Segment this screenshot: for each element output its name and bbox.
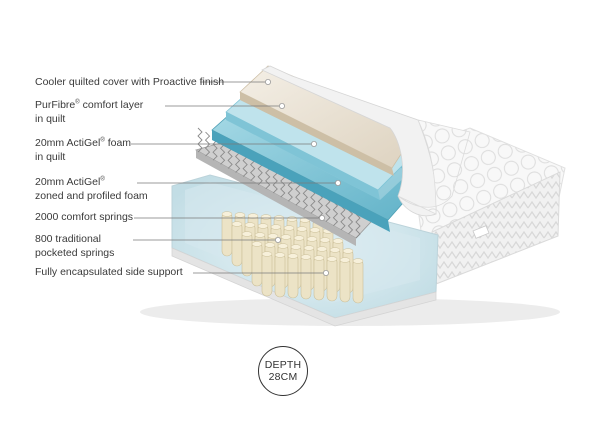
pocket-spring-cap xyxy=(280,234,292,240)
pocket-springs-group xyxy=(221,211,364,304)
depth-badge-line1: DEPTH xyxy=(264,359,302,371)
leader-purfibre-dot xyxy=(278,103,285,110)
pocket-spring-cap xyxy=(290,244,302,250)
label-pocketed-springs: 800 traditional pocketed springs xyxy=(35,233,115,259)
pocket-spring-cap xyxy=(270,224,282,230)
pocket-spring xyxy=(241,231,253,277)
pocket-spring xyxy=(339,257,351,303)
pocket-spring-cap xyxy=(286,216,298,222)
pocket-spring xyxy=(300,254,312,300)
pocket-spring-cap xyxy=(287,253,299,259)
leader-lines xyxy=(131,79,341,276)
pocket-spring xyxy=(231,221,243,267)
pocket-spring xyxy=(261,251,273,297)
micro-spring-coil xyxy=(347,209,354,235)
micro-spring-coil xyxy=(310,189,316,214)
brand-tag xyxy=(472,225,490,239)
pocket-spring-cap xyxy=(332,238,344,244)
pocket-spring-cap xyxy=(261,251,273,257)
micro-spring-coil xyxy=(355,213,361,239)
pocket-spring-cap xyxy=(231,221,243,227)
label-actigel-foam: 20mm ActiGel® foam in quilt xyxy=(35,137,132,163)
pocket-spring-cap xyxy=(257,223,269,229)
leader-pocketed-springs-dot xyxy=(274,236,281,243)
pocket-spring-cap xyxy=(313,255,325,261)
pocket-spring-cap xyxy=(221,211,233,217)
pocket-spring-cap xyxy=(277,243,289,249)
pocket-spring-cap xyxy=(267,233,279,239)
pocket-spring-cap xyxy=(303,245,315,251)
micro-spring-coil xyxy=(340,205,346,231)
pocket-spring-cap xyxy=(283,225,295,231)
pocket-spring xyxy=(313,255,325,301)
pocket-spring-cap xyxy=(254,232,266,238)
pocket-spring-cap xyxy=(251,241,263,247)
pocket-spring xyxy=(251,241,263,287)
pocket-spring-cap xyxy=(339,257,351,263)
leader-cover-dot xyxy=(264,79,271,86)
leader-comfort-springs-dot xyxy=(318,214,325,221)
micro-spring-coil xyxy=(302,185,308,210)
leader-actigel-foam-dot xyxy=(310,140,317,147)
pocket-spring xyxy=(352,258,364,304)
micro-spring-coil xyxy=(317,193,324,218)
depth-badge-line2: 28CM xyxy=(268,371,298,383)
pocket-spring-cap xyxy=(241,231,253,237)
pocket-spring xyxy=(274,252,286,298)
pocket-spring-cap xyxy=(234,212,246,218)
pocket-spring xyxy=(287,253,299,299)
pocket-spring-cap xyxy=(319,237,331,243)
pocket-spring-cap xyxy=(309,227,321,233)
pocket-spring-cap xyxy=(260,214,272,220)
pocket-spring-cap xyxy=(247,213,259,219)
pocket-spring-cap xyxy=(316,246,328,252)
pocket-spring-cap xyxy=(244,222,256,228)
label-side-support: Fully encapsulated side support xyxy=(35,266,183,278)
pocket-spring-cap xyxy=(329,247,341,253)
peeled-quilted-cover xyxy=(261,65,471,217)
depth-badge: DEPTH 28CM xyxy=(258,346,308,396)
label-actigel-zoned: 20mm ActiGel® zoned and profiled foam xyxy=(35,176,148,202)
leader-side-support-dot xyxy=(322,269,329,276)
pocket-spring-cap xyxy=(293,235,305,241)
pocket-spring-cap xyxy=(306,236,318,242)
micro-spring-coil xyxy=(197,127,203,153)
pocket-spring-cap xyxy=(352,258,364,264)
label-cover: Cooler quilted cover with Proactive fini… xyxy=(35,76,225,88)
pocket-spring-cap xyxy=(264,242,276,248)
pocket-spring xyxy=(326,256,338,302)
micro-spring-coil xyxy=(325,197,331,222)
micro-spring-coil xyxy=(332,201,339,227)
pocket-spring-cap xyxy=(300,254,312,260)
pocket-spring-cap xyxy=(342,248,354,254)
label-comfort-springs: 2000 comfort springs xyxy=(35,211,134,223)
pocket-spring-cap xyxy=(296,226,308,232)
pocket-spring-cap xyxy=(274,252,286,258)
pocket-spring-cap xyxy=(326,256,338,262)
leader-actigel-zoned-dot xyxy=(334,179,341,186)
pocket-spring xyxy=(221,211,233,257)
label-purfibre: PurFibre® comfort layer in quilt xyxy=(35,99,144,125)
